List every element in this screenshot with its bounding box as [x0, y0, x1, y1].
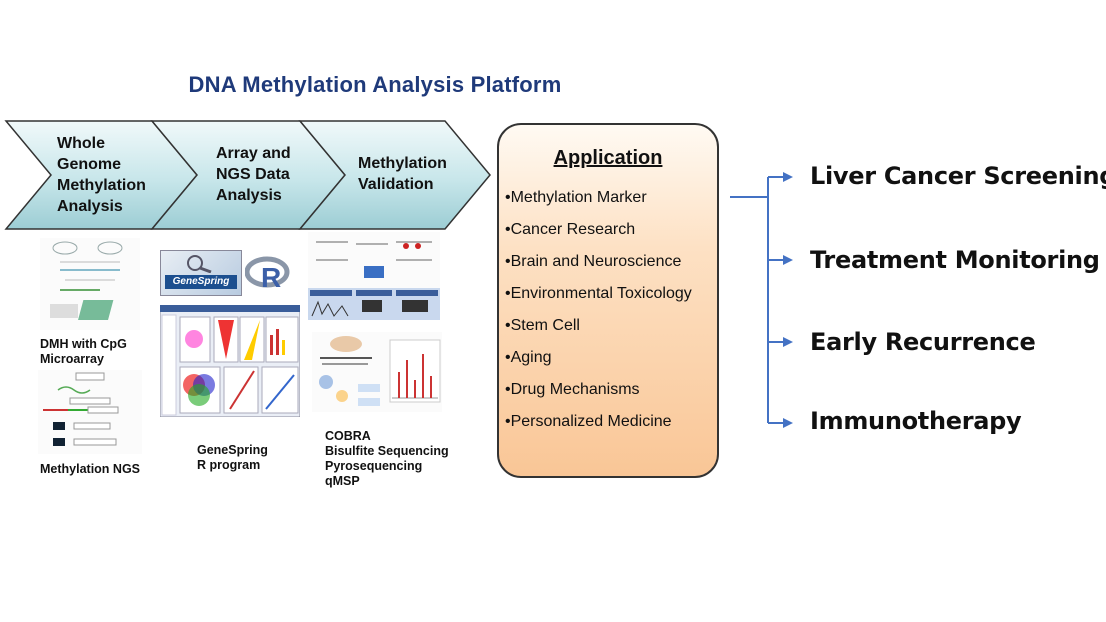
- validation-caption: COBRA Bisulfite Sequencing Pyrosequencin…: [325, 429, 449, 488]
- application-item: •Stem Cell: [505, 317, 580, 334]
- application-item: •Methylation Marker: [505, 189, 647, 206]
- outcome-treatment-monitoring: Treatment Monitoring: [810, 246, 1100, 274]
- application-item: •Personalized Medicine: [505, 413, 672, 430]
- pyrosequencing-figure: [312, 332, 442, 412]
- application-item: •Cancer Research: [505, 221, 636, 238]
- svg-text:R: R: [261, 262, 281, 293]
- step-2-label: Array and NGS Data Analysis: [216, 145, 291, 204]
- dmh-caption: DMH with CpG Microarray: [40, 337, 127, 366]
- outcome-liver-cancer-screening: Liver Cancer Screening: [810, 162, 1106, 190]
- application-item: •Brain and Neuroscience: [505, 253, 682, 270]
- application-title: Application: [553, 147, 663, 169]
- ngs-caption: Methylation NGS: [40, 462, 141, 476]
- chevron-step-3: [298, 120, 491, 230]
- outcome-early-recurrence: Early Recurrence: [810, 328, 1036, 356]
- r-logo-icon: R: [245, 256, 290, 293]
- connector-arrowheads: [783, 172, 793, 428]
- connector-bracket: [730, 176, 787, 424]
- step-3-label: Methylation Validation: [358, 155, 447, 193]
- application-item: •Environmental Toxicology: [505, 285, 692, 302]
- magnifier-icon: [187, 255, 212, 273]
- genespring-logo: GeneSpring: [160, 250, 242, 296]
- cobra-msp-figure: [308, 232, 440, 320]
- genespring-screenshot: [160, 305, 300, 417]
- step-1-label: Whole Genome Methylation Analysis: [57, 135, 146, 215]
- diagram-title: DNA Methylation Analysis Platform: [188, 72, 562, 97]
- dmh-workflow-image: [40, 238, 140, 330]
- application-box: Application •Methylation Marker •Cancer …: [497, 123, 719, 478]
- ngs-workflow-image: [38, 370, 142, 454]
- tools-caption: GeneSpring R program: [197, 443, 268, 472]
- outcome-immunotherapy: Immunotherapy: [810, 407, 1022, 435]
- application-item: •Drug Mechanisms: [505, 381, 640, 398]
- application-item: •Aging: [505, 349, 552, 366]
